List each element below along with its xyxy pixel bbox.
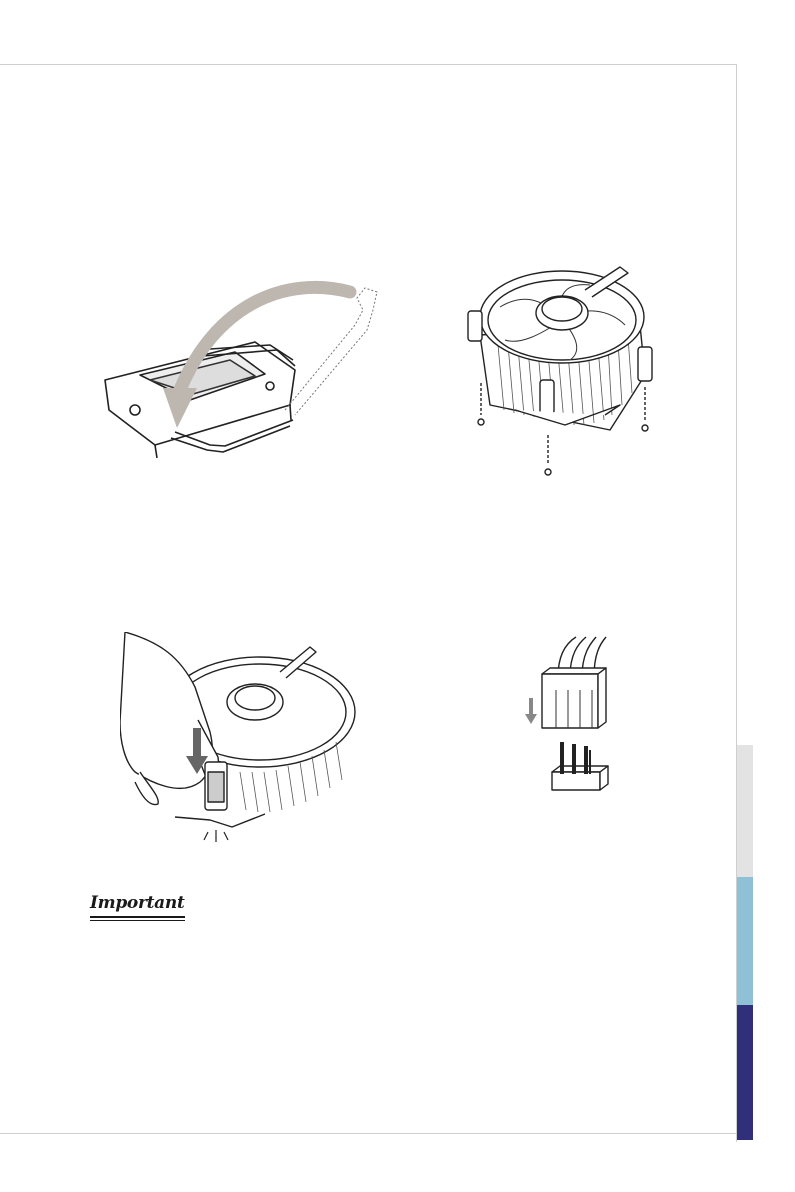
bottom-rule [0,1133,737,1134]
load-plate-lever-figure [95,270,390,460]
top-rule [0,64,737,65]
press-push-pin-figure [120,632,360,847]
side-tab-blue [737,877,753,1005]
cooler-alignment-figure [460,265,675,480]
side-tab-gray [737,745,753,877]
fan-connector-figure [520,632,635,797]
side-tab-navy [737,1005,753,1140]
important-heading: Important [90,893,185,918]
